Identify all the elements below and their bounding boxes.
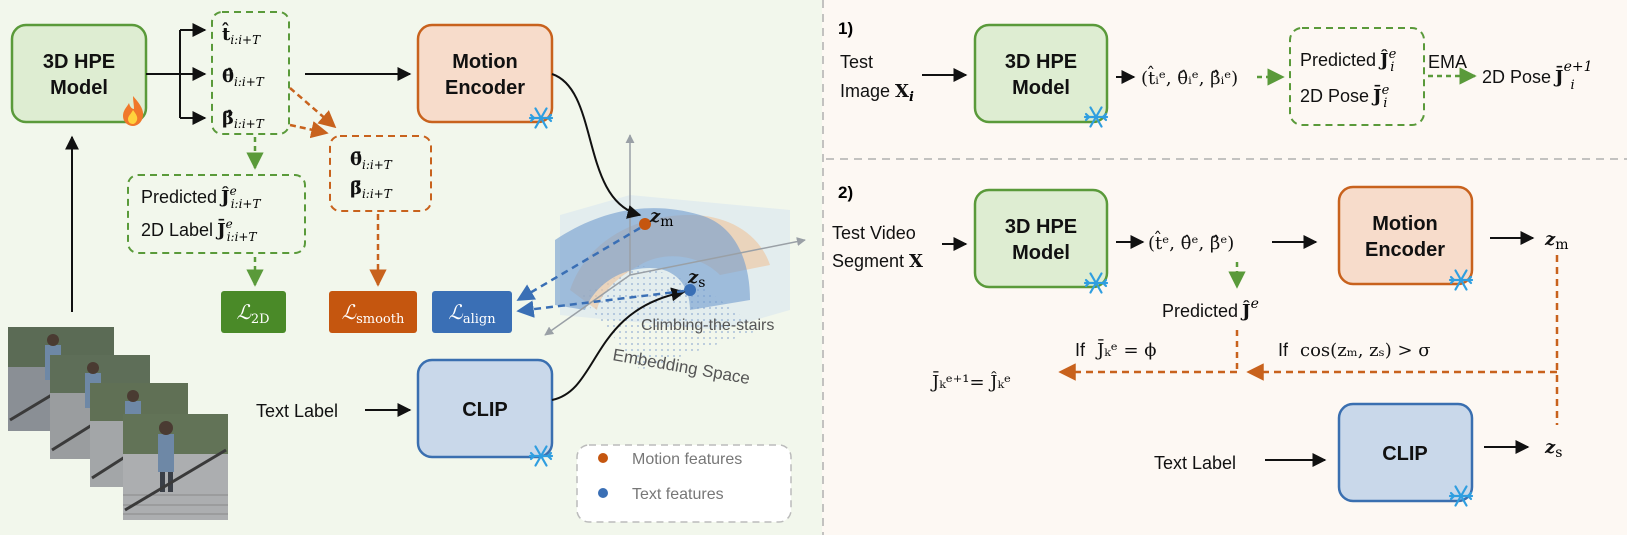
rt-hpe-title-2: Model [1012,77,1070,99]
rb-params: (t̂ᵉ, θ̂ᵉ, β̂ᵉ) [1148,229,1234,254]
step-1-label: 1) [838,19,853,38]
smoothed-theta: θ̄i:i+T [350,149,393,172]
video-frame [123,414,228,520]
rb-clip-box: CLIP [1337,402,1474,507]
left-clip-title: CLIP [462,399,508,421]
rb-motion-encoder-box: Motion Encoder [1337,185,1474,291]
rb-hpe-title-2: Model [1012,242,1070,264]
video-frames-stack [8,327,228,520]
rb-clip-title: CLIP [1382,443,1428,465]
svg-text:ℒalign: ℒalign [448,300,496,327]
param-t: t̂i:i+T [222,21,261,47]
beta-to-smooth-arrow [289,121,329,139]
rt-input-line1: Test [840,52,873,72]
rb-hpe-model-box: 3D HPE Model [973,188,1109,294]
embedding-zs-label: zs [687,267,705,291]
loss-smooth-box: ℒsmooth [329,291,417,333]
left-hpe-title-1: 3D HPE [43,51,115,73]
rt-params: (t̂ᵢᵉ, θ̂ᵢᵉ, β̂ᵢᵉ) [1141,64,1238,89]
rb-zm-label: zm [1544,229,1569,253]
left-hpe-model-box: 3D HPE Model [10,23,148,126]
params-box: t̂i:i+T θ̂i:i+T β̂i:i+T [211,11,290,135]
left-motion-encoder-title-2: Encoder [445,77,525,99]
rb-input-line1: Test Video [832,223,916,243]
embedding-space: zm zs Climbing-the-stairs Embedding Spac… [544,134,806,388]
hpe-output-branch [146,23,207,125]
rb-hpe-title-1: 3D HPE [1005,216,1077,238]
legend-motion-label: Motion features [632,451,742,468]
motion-encoder-to-zm-curve [551,73,642,219]
svg-text:ℒ2D: ℒ2D [236,300,269,327]
rb-motion-encoder-title-1: Motion [1372,213,1438,235]
rt-hpe-model-box: 3D HPE Model [973,23,1109,128]
rb-motion-encoder-title-2: Encoder [1365,239,1445,261]
text-feature-point [684,284,696,296]
left-motion-encoder-title-1: Motion [452,51,518,73]
motion-feature-point [639,218,651,230]
rb-zs-label: zs [1544,437,1562,461]
rt-hpe-title-1: 3D HPE [1005,51,1077,73]
legend-motion-swatch [598,453,608,463]
embedding-action-label: Climbing-the-stairs [641,317,774,334]
rb-text-label: Text Label [1154,453,1236,473]
right-panel-background [822,0,1627,535]
rt-ema-label: EMA [1428,52,1467,72]
fire-icon [123,96,144,126]
svg-text:ℒsmooth: ℒsmooth [342,300,405,327]
step-2-label: 2) [838,183,853,202]
left-motion-encoder-box: Motion Encoder [416,23,554,129]
loss-2d-box: ℒ2D [221,291,286,333]
clip-to-zs-curve [551,287,686,401]
loss-align-box: ℒalign [432,291,512,333]
legend-text-swatch [598,488,608,498]
param-theta: θ̂i:i+T [222,66,265,89]
smoothed-params-box: θ̄i:i+T β̄i:i+T [329,135,432,212]
zs-to-align-arrow [516,289,685,318]
legend: Motion features Text features [576,444,792,523]
param-beta: β̂i:i+T [222,108,265,131]
legend-text-label: Text features [632,486,724,503]
left-hpe-title-2: Model [50,77,108,99]
rb-update-expr: J̄ₖᵉ⁺¹= Ĵₖᵉ [930,370,1011,393]
embedding-zm-label: zm [649,206,674,230]
left-clip-box: CLIP [416,358,554,467]
left-text-label: Text Label [256,401,338,421]
smoothed-beta: β̄i:i+T [350,178,393,201]
